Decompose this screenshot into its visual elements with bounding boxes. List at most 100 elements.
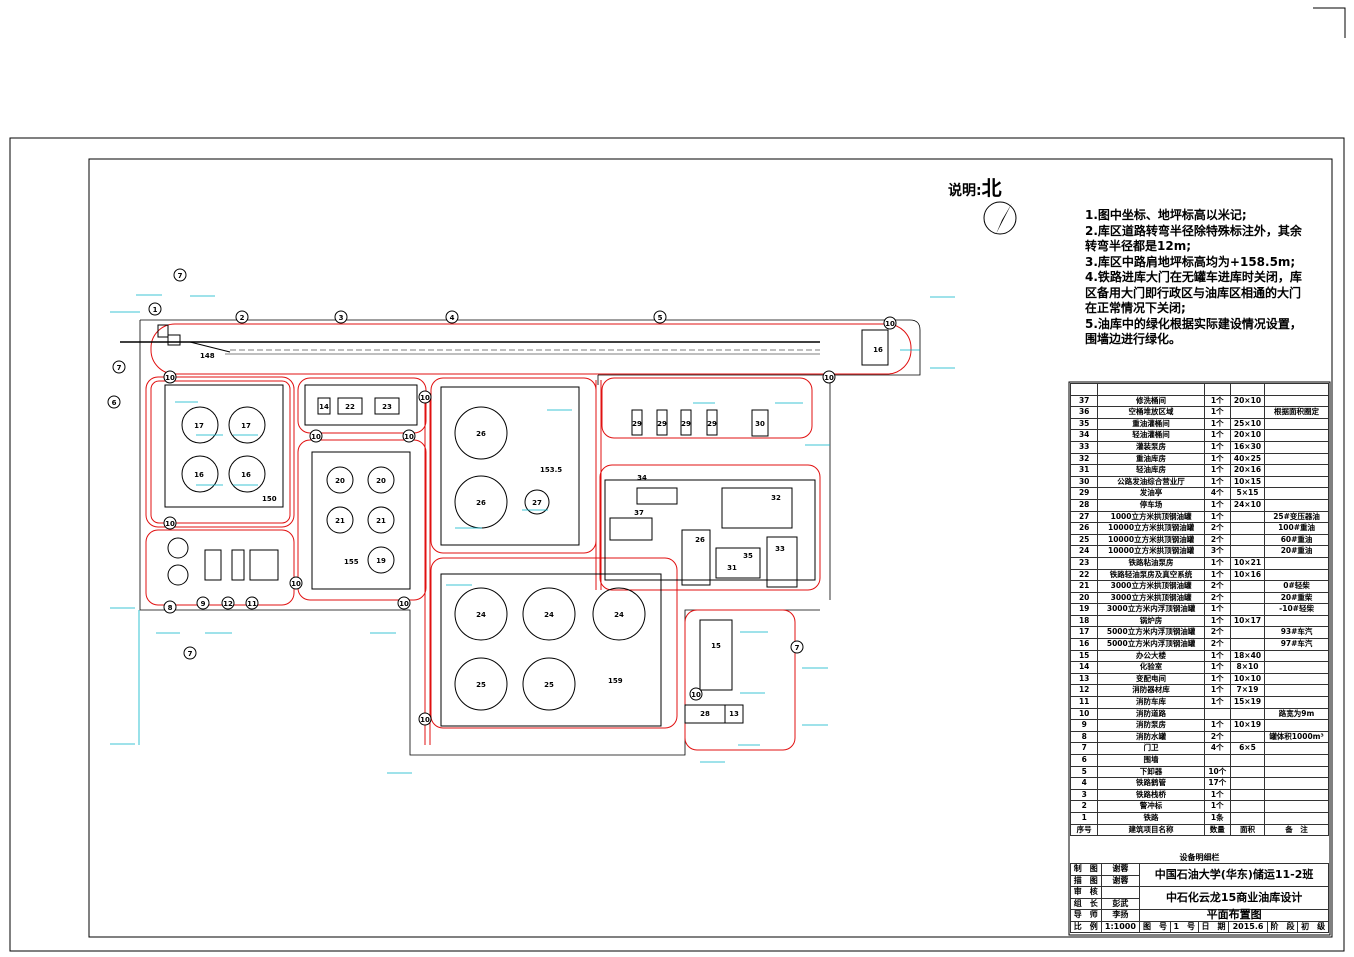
row-name: 铁路粘油泵房 xyxy=(1097,556,1205,570)
row-number: 10 xyxy=(1069,707,1099,721)
marker-16: 16 xyxy=(873,346,883,354)
row-area: 16×30 xyxy=(1229,440,1266,454)
row-quantity: 10个 xyxy=(1203,765,1231,779)
tank-16-a: 16 xyxy=(194,471,204,479)
bldg-26: 26 xyxy=(695,536,705,544)
row-quantity: 4个 xyxy=(1203,742,1231,755)
row-number: 27 xyxy=(1069,510,1099,524)
marker-10-f: 10 xyxy=(165,520,175,528)
row-area xyxy=(1229,788,1266,802)
bldg-29-b: 29 xyxy=(657,420,667,428)
row-quantity: 1个 xyxy=(1203,440,1231,454)
row-number: 19 xyxy=(1069,603,1099,616)
note-line: 1.图中坐标、地坪标高以米记; xyxy=(1085,208,1247,222)
marker-1: 1 xyxy=(153,306,158,314)
table-cell-blank xyxy=(1229,383,1266,396)
bldg-30: 30 xyxy=(755,420,765,428)
row-quantity: 4个 xyxy=(1203,487,1231,500)
row-name: 门卫 xyxy=(1097,742,1205,755)
row-note: 罐体积1000m³ xyxy=(1264,730,1329,744)
row-area: 5×15 xyxy=(1229,487,1266,500)
row-area: 6×5 xyxy=(1229,742,1266,755)
row-name: 重油库房 xyxy=(1097,452,1205,466)
drawing-no-label: 图 号 xyxy=(1139,920,1171,933)
row-number: 3 xyxy=(1069,788,1099,802)
row-note xyxy=(1264,672,1329,686)
row-area: 20×10 xyxy=(1229,394,1266,408)
row-note xyxy=(1264,568,1329,582)
row-note xyxy=(1264,440,1329,454)
row-area xyxy=(1229,522,1266,535)
row-area xyxy=(1229,603,1266,616)
row-area: 15×19 xyxy=(1229,696,1266,709)
row-name: 消防道路 xyxy=(1097,707,1205,721)
row-quantity: 1个 xyxy=(1203,649,1231,663)
elevation-153-5: 153.5 xyxy=(540,466,562,474)
row-quantity: 3个 xyxy=(1203,545,1231,558)
row-note xyxy=(1264,742,1329,755)
row-name: 5000立方米内浮顶钢油罐 xyxy=(1097,638,1205,651)
tank-26-b: 26 xyxy=(476,499,486,507)
marker-7-left: 7 xyxy=(117,364,122,372)
school-name: 中国石油大学(华东)储运11-2班 xyxy=(1139,863,1329,887)
row-note xyxy=(1264,765,1329,779)
marker-3: 3 xyxy=(339,314,344,322)
row-number: 14 xyxy=(1069,661,1099,674)
trace-name: 谢蓉 xyxy=(1100,874,1141,887)
row-area xyxy=(1229,754,1266,767)
note-line: 转弯半径都是12m; xyxy=(1085,239,1192,253)
row-name: 空桶堆放区域 xyxy=(1097,406,1205,419)
drawing-name: 平面布置图 xyxy=(1139,909,1329,922)
row-quantity: 1个 xyxy=(1203,788,1231,802)
row-quantity: 1个 xyxy=(1203,556,1231,570)
row-area xyxy=(1229,707,1266,721)
date-value: 2015.6 xyxy=(1228,920,1268,933)
bldg-15: 15 xyxy=(711,642,721,650)
row-number: 4 xyxy=(1069,777,1099,790)
row-note xyxy=(1264,811,1329,825)
tank-19: 19 xyxy=(376,557,386,565)
row-area xyxy=(1229,626,1266,640)
row-name: 锅炉房 xyxy=(1097,614,1205,628)
marker-12: 12 xyxy=(223,600,233,608)
row-area: 10×17 xyxy=(1229,614,1266,628)
row-area: 40×25 xyxy=(1229,452,1266,466)
tank-21-b: 21 xyxy=(376,517,386,525)
row-number: 11 xyxy=(1069,696,1099,709)
row-note: 根据面积圈定 xyxy=(1264,406,1329,419)
row-name: 3000立方米拱顶钢油罐 xyxy=(1097,580,1205,593)
row-number: 9 xyxy=(1069,719,1099,732)
note-line: 5.油库中的绿化根据实际建设情况设置， xyxy=(1085,316,1302,331)
row-quantity: 2个 xyxy=(1203,626,1231,640)
row-note xyxy=(1264,475,1329,489)
row-quantity: 1个 xyxy=(1203,684,1231,698)
row-number: 30 xyxy=(1069,475,1099,489)
marker-10-i: 10 xyxy=(420,716,430,724)
tank-24-a: 24 xyxy=(476,611,486,619)
row-number: 32 xyxy=(1069,452,1099,466)
tank-20-a: 20 xyxy=(335,477,345,485)
note-line: 在正常情况下关闭; xyxy=(1085,301,1186,315)
bldg-31: 31 xyxy=(727,564,737,572)
row-quantity: 1个 xyxy=(1203,614,1231,628)
row-note xyxy=(1264,614,1329,628)
marker-4: 4 xyxy=(450,314,455,322)
notes-heading-text: 说明: xyxy=(948,183,982,199)
row-area xyxy=(1229,591,1266,605)
oil-tanks xyxy=(167,406,646,711)
row-area xyxy=(1229,800,1266,813)
tank-17-a: 17 xyxy=(194,422,204,430)
row-name: 化验室 xyxy=(1097,661,1205,674)
row-note xyxy=(1264,429,1329,442)
row-quantity: 1个 xyxy=(1203,498,1231,512)
row-note xyxy=(1264,452,1329,466)
